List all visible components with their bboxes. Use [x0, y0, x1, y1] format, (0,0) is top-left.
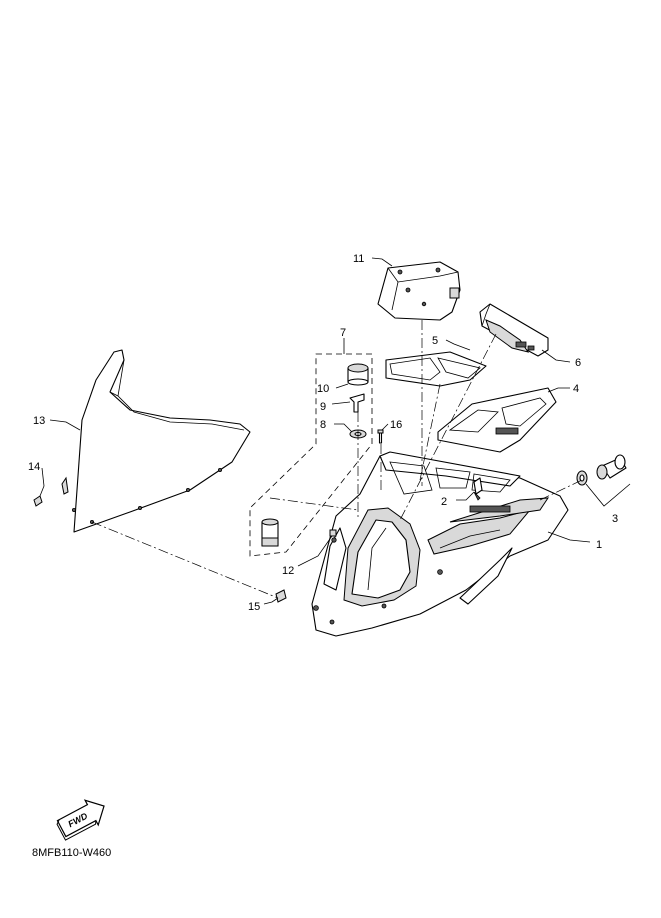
assembly-line-lock	[269, 497, 359, 511]
leader-1	[547, 531, 591, 543]
callout-8: 8	[320, 419, 326, 431]
callout-4: 4	[573, 383, 579, 395]
leader-15	[263, 597, 279, 605]
callout-16: 16	[390, 419, 402, 431]
callout-3: 3	[612, 513, 618, 525]
callout-7: 7	[340, 327, 346, 339]
leader-11	[371, 257, 393, 267]
leader-4	[547, 387, 570, 393]
part-9-pin	[349, 393, 365, 413]
part-13-windshield	[61, 349, 251, 533]
part-15-nut	[275, 589, 287, 603]
part-16-screw	[377, 429, 384, 444]
callout-13: 13	[33, 415, 45, 427]
part-12-screw	[329, 529, 337, 537]
part-5-panel	[385, 351, 487, 387]
assembly-line-3	[539, 479, 583, 501]
part-6-meter	[479, 303, 549, 357]
kit-7-outline	[249, 353, 373, 557]
callout-6: 6	[575, 357, 581, 369]
callout-2: 2	[441, 496, 447, 508]
leader-8	[334, 423, 353, 433]
fwd-arrow-icon: FWD	[56, 799, 105, 841]
part-14-nut	[33, 495, 43, 507]
part-lock-cylinder	[261, 518, 279, 547]
leader-2	[456, 491, 475, 501]
leader-14	[39, 467, 45, 497]
assembly-line-5	[419, 383, 441, 481]
leader-6	[541, 349, 571, 363]
callout-15: 15	[248, 601, 260, 613]
callout-9: 9	[320, 401, 326, 413]
callout-10: 10	[317, 383, 329, 395]
callout-11: 11	[353, 253, 364, 265]
callout-1: 1	[596, 539, 602, 551]
leader-9	[331, 401, 351, 405]
leader-12	[297, 535, 333, 567]
callout-12: 12	[282, 565, 294, 577]
part-1-front-fairing	[311, 451, 569, 637]
part-3-bolt	[576, 454, 627, 486]
assembly-line-windshield	[91, 521, 279, 599]
part-2-clip	[473, 477, 483, 501]
part-4-inner-panel	[437, 387, 557, 453]
leader-10	[335, 383, 349, 389]
leader-13	[49, 419, 81, 431]
leader-3	[585, 483, 631, 507]
callout-5: 5	[432, 335, 438, 347]
leader-16	[381, 423, 389, 431]
callout-14: 14	[28, 461, 40, 473]
leader-5	[445, 339, 471, 351]
assembly-line-6	[399, 333, 497, 521]
diagram-code: 8MFB110-W460	[32, 847, 111, 859]
part-10-cap	[347, 363, 369, 386]
part-11-upper-cover	[377, 261, 461, 321]
